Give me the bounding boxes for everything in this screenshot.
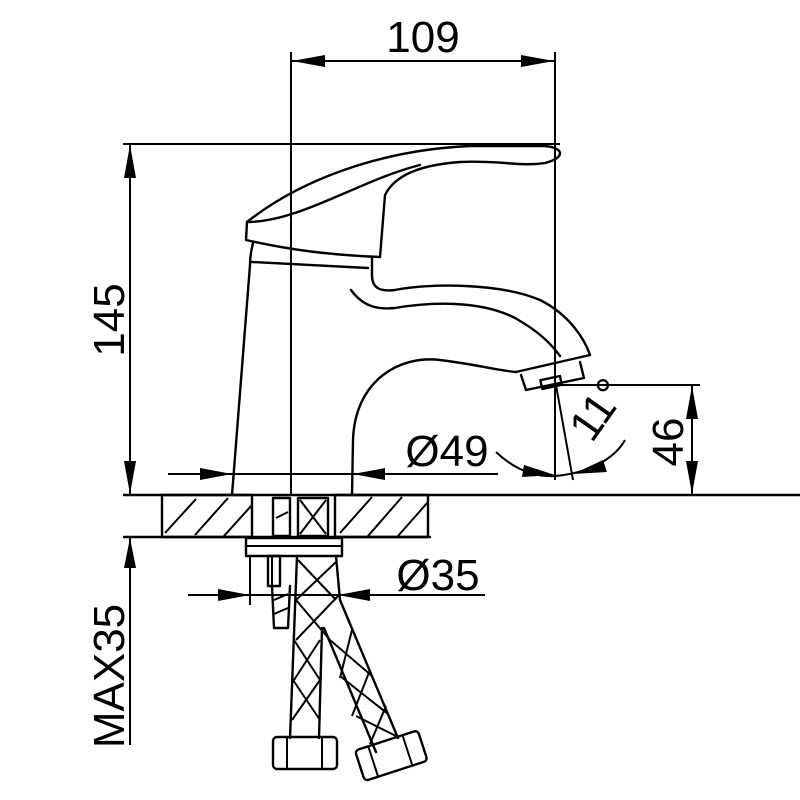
dim-hole-diameter-label: Ø35 xyxy=(396,551,479,600)
dimension-max35: MAX35 xyxy=(85,538,136,748)
mounting-nut xyxy=(244,536,344,630)
hex-connectors xyxy=(271,730,428,782)
countertop-section xyxy=(122,493,800,539)
dim-max35-label: MAX35 xyxy=(85,604,134,748)
lever-handle xyxy=(244,144,562,259)
dimension-46: 46 xyxy=(345,384,700,496)
dimension-hole-diameter: Ø35 xyxy=(188,551,485,605)
dim-109-label: 109 xyxy=(386,13,459,62)
braided-hoses xyxy=(288,554,400,754)
dim-145-label: 145 xyxy=(85,283,134,356)
dimension-body-diameter: Ø49 xyxy=(168,427,498,480)
aerator xyxy=(514,353,592,392)
dim-body-diameter-label: Ø49 xyxy=(405,427,488,476)
dimension-109: 109 xyxy=(290,13,556,495)
faucet-body xyxy=(230,241,592,497)
dim-46-label: 46 xyxy=(644,418,693,467)
dimension-145: 145 xyxy=(85,143,560,494)
dimension-angle-11: 11° xyxy=(495,370,636,481)
